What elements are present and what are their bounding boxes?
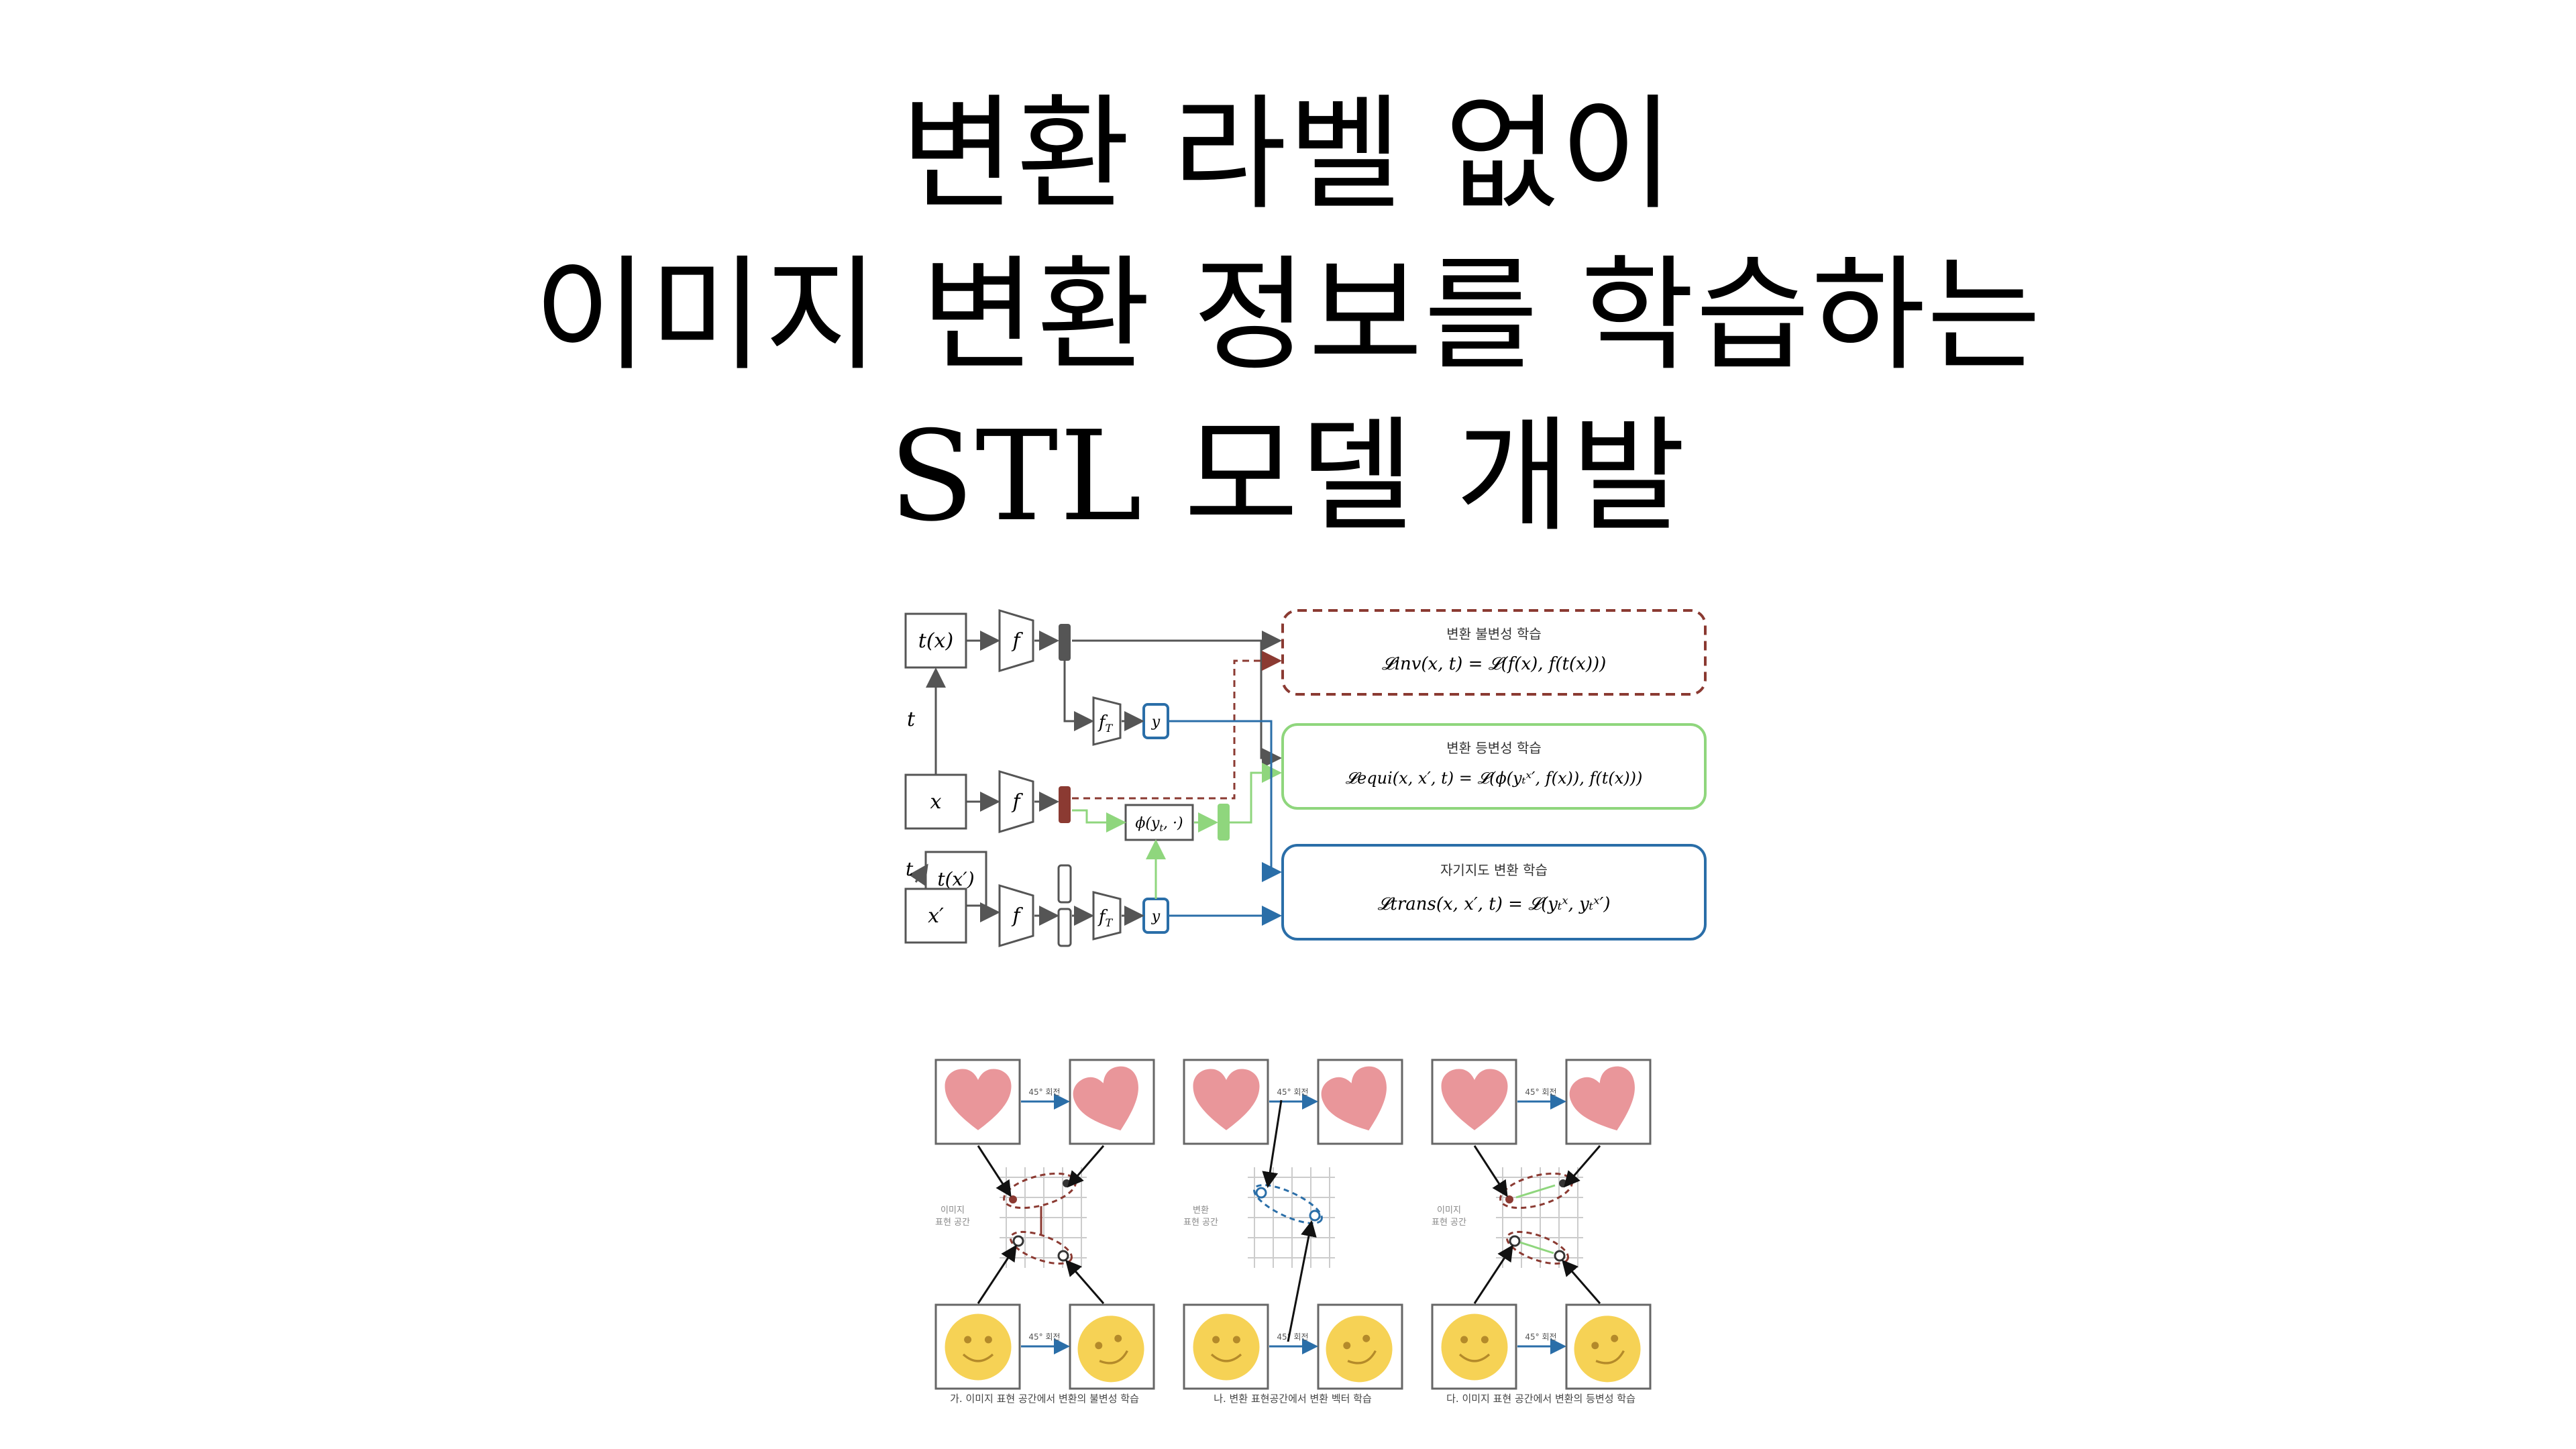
feature-ellipse	[1003, 1172, 1077, 1210]
mapping-arrow	[1473, 1145, 1508, 1197]
panel-caption: 나. 변환 표현공간에서 변환 벡터 학습	[1214, 1393, 1372, 1405]
feature-point	[1554, 1250, 1566, 1262]
space-label: 표현 공간	[935, 1218, 970, 1228]
input-tx-label: t(x)	[918, 629, 953, 653]
input-x-box	[904, 773, 967, 830]
loss-box-equivariance-formula: 𝓛equi(x, x′, t) = 𝓛(ϕ(yₜˣ′, f(x)), f(t(x…	[1346, 769, 1643, 788]
smiley-image	[1191, 1312, 1261, 1382]
input-txp-label: t(x′)	[937, 868, 974, 890]
encoder-f-top	[998, 608, 1034, 673]
encoder-ft-top	[1092, 696, 1122, 746]
feature-ellipse	[1505, 1230, 1570, 1265]
panel-caption: 가. 이미지 표현 공간에서 변환의 불변성 학습	[950, 1393, 1139, 1405]
loss-box-invariance-title: 변환 불변성 학습	[1446, 626, 1542, 642]
panel-caption: 다. 이미지 표현 공간에서 변환의 등변성 학습	[1446, 1393, 1635, 1405]
vector-point	[1255, 1187, 1267, 1199]
input-xp-box	[904, 888, 967, 944]
feature-point	[1509, 1235, 1521, 1247]
mapping-arrow	[977, 1244, 1017, 1304]
encoder-ft-bottom	[1092, 891, 1122, 941]
equivariance-vector	[1519, 1241, 1554, 1254]
rotation-label: 45° 회전	[1277, 1087, 1308, 1097]
mapping-arrow	[1065, 1259, 1105, 1304]
loss-box-invariance	[1281, 609, 1707, 696]
loss-box-equivariance-title: 변환 등변성 학습	[1446, 740, 1542, 756]
feature-fxp-b	[1057, 908, 1072, 947]
input-x-label: x	[930, 790, 942, 814]
title-line-2: 이미지 변환 정보를 학습하는	[533, 243, 2043, 388]
space-label: 표현 공간	[1183, 1218, 1218, 1228]
rotation-label: 45° 회전	[1028, 1087, 1060, 1097]
t-label-top: t	[907, 708, 916, 731]
space-label: 이미지	[1437, 1205, 1461, 1216]
t-label-bottom: t	[906, 858, 914, 880]
loss-box-self-supervised-formula: 𝓛trans(x, x′, t) = 𝓛(yₜˣ, yₜˣ′)	[1378, 894, 1611, 914]
loss-box-self-supervised-title: 자기지도 변환 학습	[1440, 862, 1548, 878]
vector-point	[1309, 1210, 1321, 1222]
slide-title: 변환 라벨 없이 이미지 변환 정보를 학습하는 STL 모델 개발	[0, 74, 2576, 557]
feature-point	[1505, 1195, 1513, 1203]
smiley-image	[943, 1312, 1013, 1382]
mapping-arrow	[1473, 1244, 1513, 1304]
mapping-arrow	[1067, 1145, 1105, 1188]
architecture-diagram: t(x) x t(x′) x′ t t f f f fT fT y y ϕ(yt…	[904, 608, 1707, 948]
loss-box-equivariance	[1281, 723, 1707, 810]
input-xp-label: x′	[928, 904, 944, 928]
vector-yt-x-label: y	[1151, 714, 1161, 731]
smiley-image	[1440, 1312, 1509, 1382]
vector-ellipse	[1253, 1184, 1323, 1224]
mapping-arrow	[1562, 1259, 1601, 1304]
equivariance-vector	[1515, 1184, 1556, 1199]
feature-point	[1009, 1195, 1017, 1203]
encoder-f-mid	[998, 769, 1034, 834]
mapping-arrow	[1262, 1099, 1283, 1188]
feature-ellipse	[1009, 1230, 1073, 1265]
phi-label: ϕ(yt, ·)	[1135, 815, 1183, 834]
t-arrow-bottom	[908, 863, 928, 886]
space-label: 이미지	[941, 1205, 965, 1216]
feature-fx	[1059, 786, 1071, 823]
mapping-arrow	[1287, 1220, 1317, 1342]
mapping-arrow	[1564, 1145, 1601, 1188]
rotation-label: 45° 회전	[1525, 1087, 1556, 1097]
mapping-arrow	[977, 1145, 1012, 1197]
rotation-label: 45° 회전	[1525, 1332, 1556, 1342]
space-label: 변환	[1193, 1205, 1209, 1216]
feature-phi-out	[1218, 804, 1230, 841]
loss-box-self-supervised	[1281, 844, 1707, 941]
vector-yt-xp-label: y	[1151, 908, 1161, 925]
feature-point	[1012, 1235, 1024, 1247]
title-line-1: 변환 라벨 없이	[900, 82, 1676, 227]
input-tx-box	[904, 612, 967, 669]
title-line-3: STL 모델 개발	[889, 404, 1687, 549]
feature-point	[1057, 1250, 1069, 1262]
space-label: 표현 공간	[1432, 1218, 1466, 1228]
rotation-label: 45° 회전	[1028, 1332, 1060, 1342]
loss-box-invariance-formula: 𝓛inv(x, t) = 𝓛(f(x), f(t(x)))	[1382, 654, 1607, 674]
rotation-label: 45° 회전	[1277, 1332, 1308, 1342]
feature-ftx	[1059, 624, 1071, 661]
encoder-f-bottom	[998, 883, 1034, 948]
feature-fxp-a	[1057, 864, 1072, 904]
